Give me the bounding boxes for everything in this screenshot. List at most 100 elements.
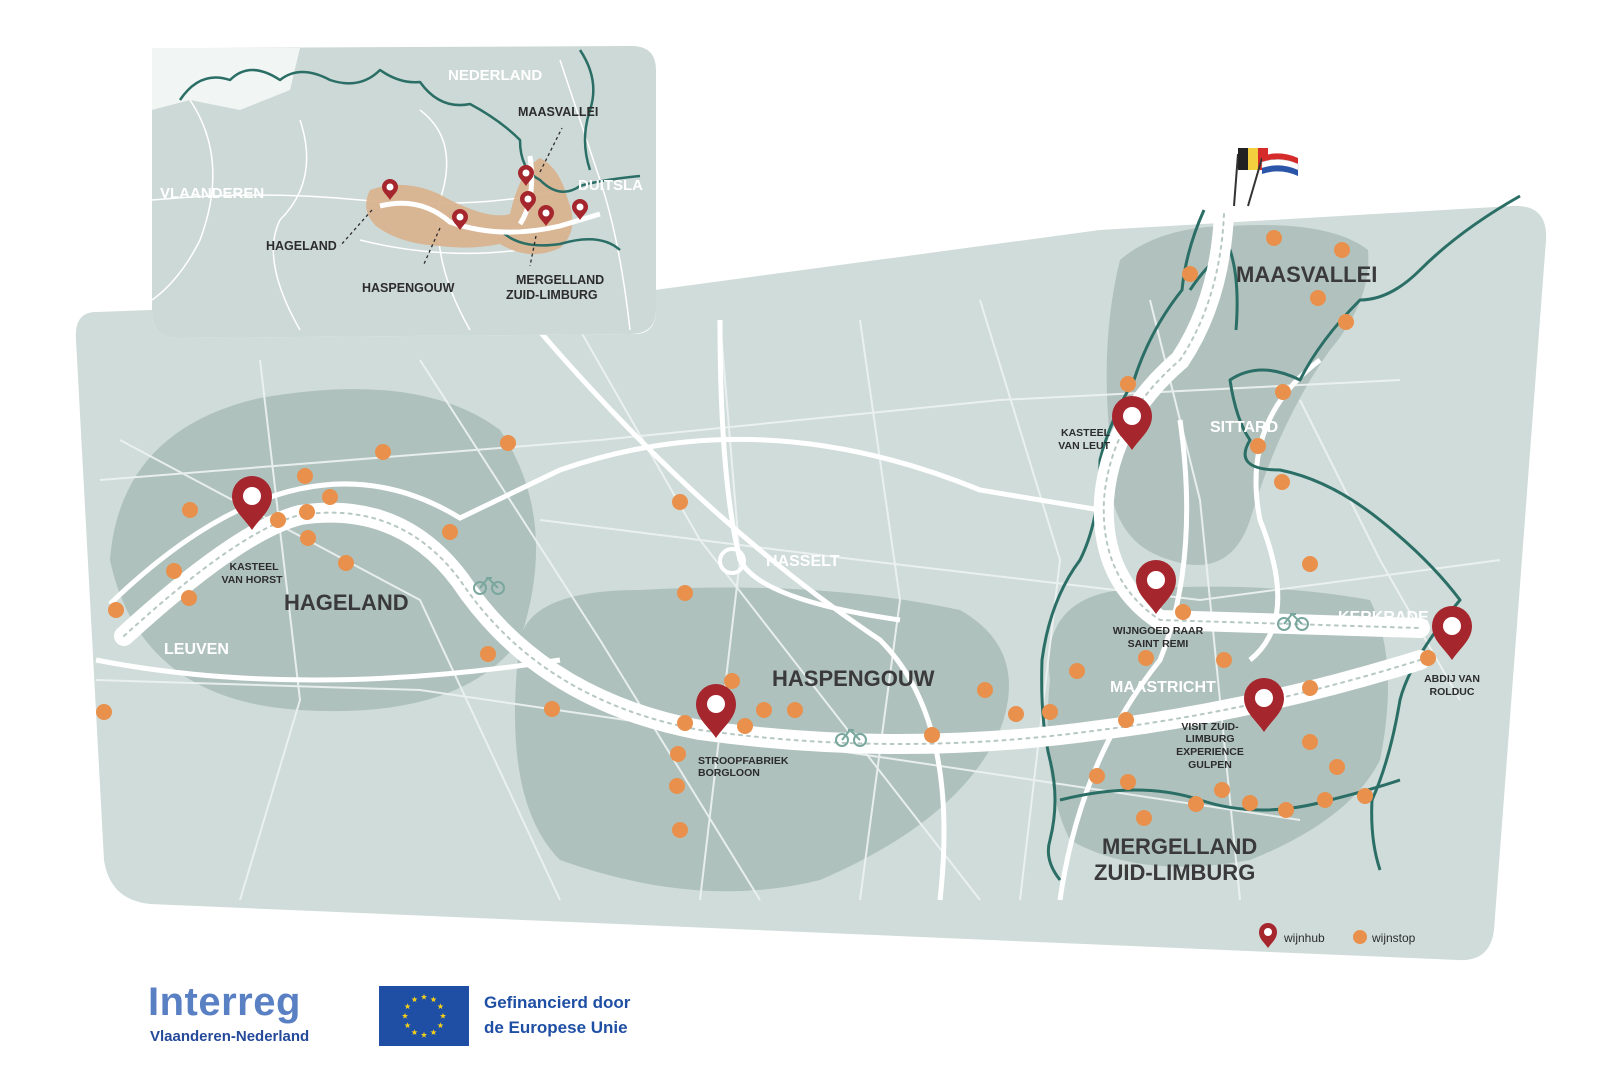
svg-text:STROOPFABRIEK: STROOPFABRIEK xyxy=(698,755,789,767)
inset-hub-pin xyxy=(382,179,398,200)
wine-stop xyxy=(1334,242,1350,258)
bike-icon xyxy=(835,728,867,747)
inset-map: NEDERLAND VLAANDEREN DUITSLA MAASVALLEI … xyxy=(151,46,656,338)
region-label-zuid-limburg: ZUID-LIMBURG xyxy=(1094,860,1255,885)
wine-stop xyxy=(672,494,688,510)
inset-arrow xyxy=(529,235,537,267)
wine-stop xyxy=(1188,796,1204,812)
wine-hub-pin xyxy=(1432,606,1472,660)
svg-text:VISIT ZUID-: VISIT ZUID- xyxy=(1181,721,1239,733)
eu-star xyxy=(430,996,437,1003)
hageland-region xyxy=(110,389,536,712)
wine-stop xyxy=(1278,802,1294,818)
wine-stop xyxy=(1008,706,1024,722)
wine-stop-legend-icon xyxy=(1353,930,1367,944)
wine-stop xyxy=(1089,768,1105,784)
wine-stop xyxy=(787,702,803,718)
wine-hub-pin xyxy=(1244,678,1284,732)
wine-hub-pin xyxy=(696,684,736,738)
wine-stop xyxy=(677,715,693,731)
wine-stop xyxy=(1214,782,1230,798)
wine-stop xyxy=(1250,438,1266,454)
wine-stop xyxy=(375,444,391,460)
hub-label-visit-zuid-limburg: VISIT ZUID- LIMBURG EXPERIENCE GULPEN xyxy=(1176,721,1244,771)
wine-stop xyxy=(1118,712,1134,728)
inset-hub-pin xyxy=(538,205,554,226)
city-label-kerkrade: KERKRADE xyxy=(1338,609,1429,626)
wine-hub-pin xyxy=(1136,560,1176,614)
inset-hub-pin xyxy=(452,209,468,230)
svg-text:WIJNGOED RAAR: WIJNGOED RAAR xyxy=(1113,625,1204,637)
wine-stop xyxy=(300,530,316,546)
wine-stop xyxy=(480,646,496,662)
hub-label-abdij-van-rolduc: ABDIJ VAN ROLDUC xyxy=(1424,673,1480,698)
wine-stop xyxy=(1302,734,1318,750)
wine-stop xyxy=(500,435,516,451)
wine-stop xyxy=(1182,266,1198,282)
inset-label-duitsland: DUITSLA xyxy=(578,177,643,194)
wine-stop xyxy=(108,602,124,618)
wine-stop xyxy=(96,704,112,720)
wine-stop xyxy=(442,524,458,540)
wine-hub-legend-icon xyxy=(1259,923,1277,948)
wine-stop xyxy=(297,468,313,484)
svg-text:GULPEN: GULPEN xyxy=(1188,759,1232,771)
eu-star xyxy=(411,996,418,1003)
wine-stop xyxy=(338,555,354,571)
wine-stop xyxy=(1138,650,1154,666)
eu-funding-line2: de Europese Unie xyxy=(484,1018,628,1037)
inset-hub-pin xyxy=(520,191,536,212)
wine-hub-pin xyxy=(1112,396,1152,450)
svg-text:ABDIJ VAN: ABDIJ VAN xyxy=(1424,673,1480,685)
inset-label-mergelland: MERGELLAND xyxy=(516,273,604,287)
inset-hub-pin xyxy=(572,199,588,220)
wine-stop xyxy=(1357,788,1373,804)
wine-stop xyxy=(1216,652,1232,668)
inset-arrow xyxy=(423,227,441,265)
eu-flag-icon xyxy=(379,986,469,1046)
interreg-logo: Interreg xyxy=(148,980,301,1024)
wine-hub-pin xyxy=(232,476,272,530)
wine-stop xyxy=(1069,663,1085,679)
wine-stop xyxy=(270,512,286,528)
wine-stop xyxy=(322,489,338,505)
inset-label-vlaanderen: VLAANDEREN xyxy=(160,185,264,202)
region-label-mergelland: MERGELLAND xyxy=(1102,834,1257,859)
wine-stop xyxy=(181,590,197,606)
wine-stop xyxy=(1266,230,1282,246)
inset-label-hageland: HAGELAND xyxy=(266,239,337,253)
eu-star xyxy=(401,1012,409,1019)
city-label-sittard: SITTARD xyxy=(1210,419,1278,436)
inset-arrow xyxy=(339,209,373,247)
wine-stop xyxy=(1302,556,1318,572)
eu-star xyxy=(437,1003,444,1010)
wine-stop xyxy=(166,563,182,579)
hub-label-stroopfabriek-borgloon: STROOPFABRIEK BORGLOON xyxy=(698,755,789,779)
svg-text:SAINT REMI: SAINT REMI xyxy=(1128,638,1189,650)
inset-arrow xyxy=(539,127,563,173)
svg-text:EXPERIENCE: EXPERIENCE xyxy=(1176,746,1244,758)
city-label-leuven: LEUVEN xyxy=(164,641,229,658)
wine-stop xyxy=(1120,774,1136,790)
wine-stop xyxy=(1275,384,1291,400)
wine-stop xyxy=(1274,474,1290,490)
maasvallei-region xyxy=(1106,225,1369,565)
inset-hub-pin xyxy=(518,165,534,186)
wine-stop xyxy=(724,673,740,689)
city-label-hasselt: HASSELT xyxy=(766,553,840,570)
wine-stop xyxy=(1329,759,1345,775)
wine-stop xyxy=(1338,314,1354,330)
wine-stop xyxy=(182,502,198,518)
wine-stop xyxy=(977,682,993,698)
wine-stop xyxy=(544,701,560,717)
hub-label-kasteel-van-horst: KASTEEL VAN HORST xyxy=(221,561,283,586)
wine-stop xyxy=(1175,604,1191,620)
wine-stop xyxy=(677,585,693,601)
wine-hubs xyxy=(232,396,1472,738)
wine-stop xyxy=(1302,680,1318,696)
inset-label-nederland: NEDERLAND xyxy=(448,67,542,84)
hub-label-kasteel-van-leut: KASTEEL VAN LEUT xyxy=(1058,427,1110,452)
svg-text:ROLDUC: ROLDUC xyxy=(1430,686,1475,698)
legend-stop-label: wijnstop xyxy=(1371,931,1416,945)
